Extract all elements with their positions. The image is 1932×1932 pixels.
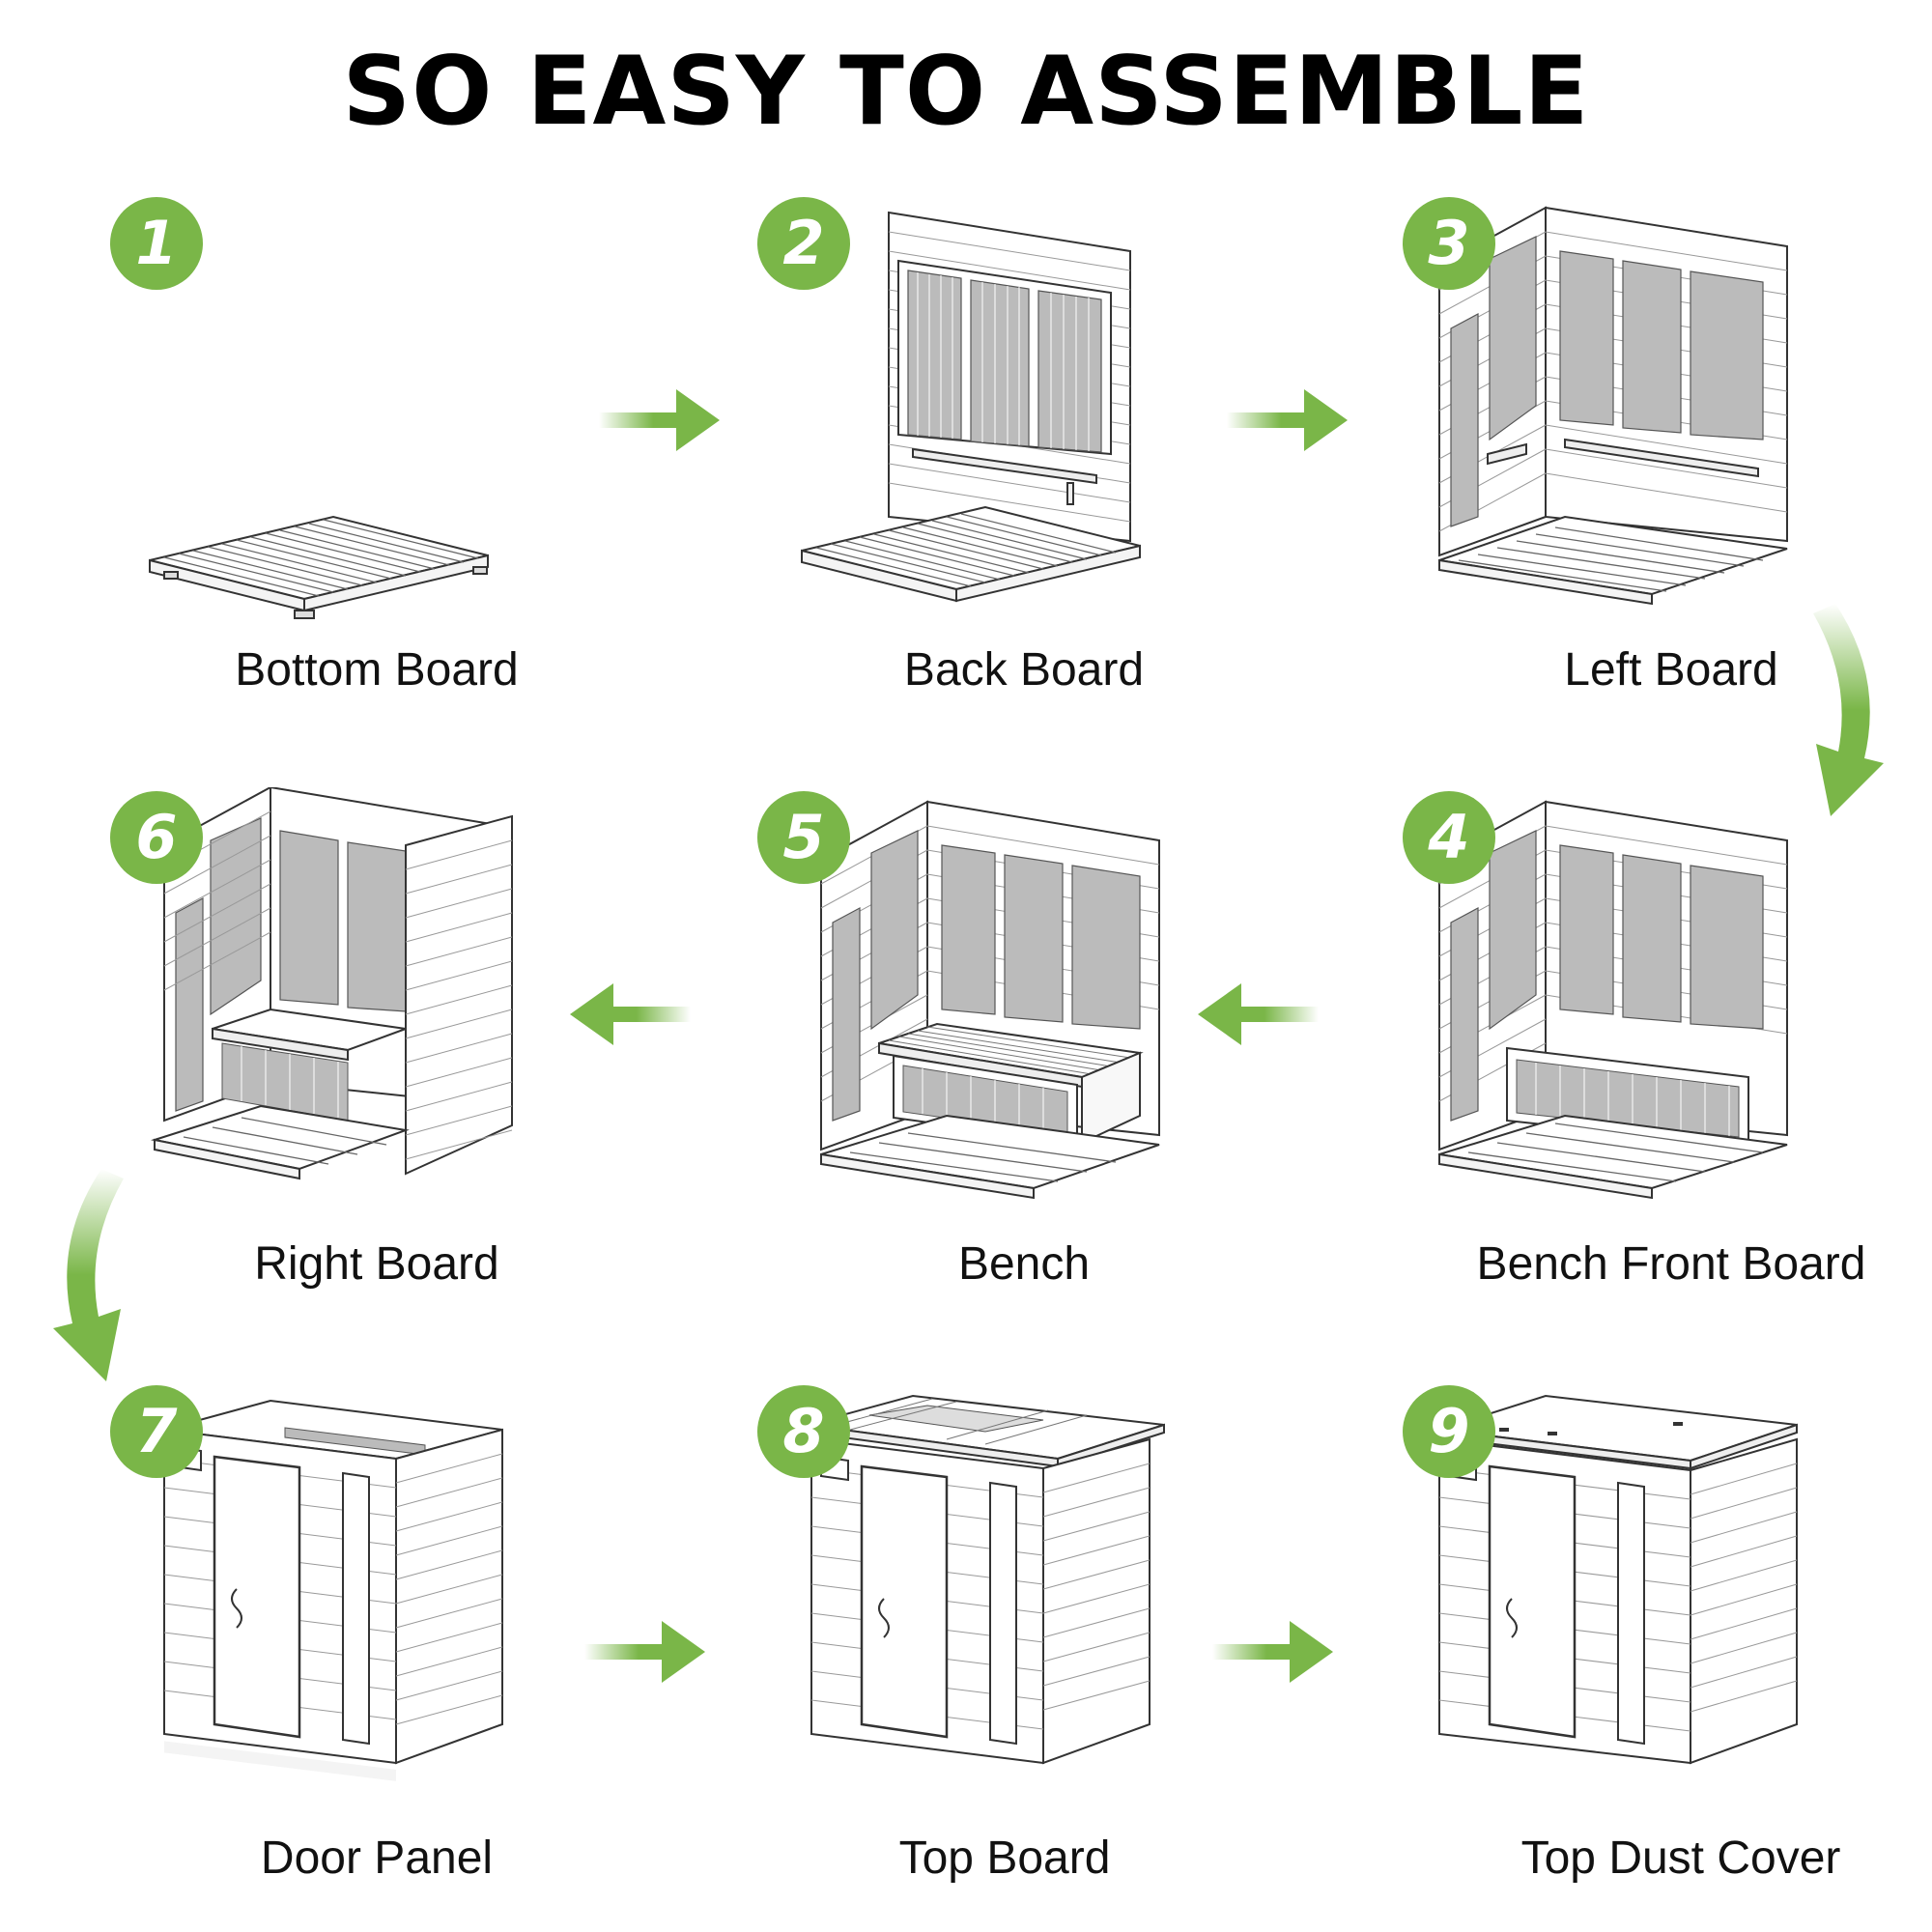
step-number-badge: 7 bbox=[110, 1385, 203, 1478]
step-label: Bottom Board bbox=[235, 644, 519, 696]
curved-arrow-down-icon bbox=[53, 1169, 124, 1381]
step-number-badge: 6 bbox=[110, 791, 203, 884]
step-9: 9 Top Dust Cover bbox=[1401, 1381, 1932, 1922]
arrow-left-icon bbox=[1198, 983, 1319, 1045]
step-label: Door Panel bbox=[260, 1833, 494, 1884]
back-board-illustration bbox=[801, 211, 1141, 603]
arrow-right-icon bbox=[599, 389, 720, 451]
curved-arrow-down-icon bbox=[1813, 604, 1884, 816]
step-number-badge: 8 bbox=[757, 1385, 850, 1478]
step-number-badge: 2 bbox=[757, 197, 850, 290]
bottom-board-illustration bbox=[149, 515, 489, 619]
arrow-left-icon bbox=[570, 983, 691, 1045]
step-4: 4 Bench Front Board bbox=[1401, 787, 1932, 1328]
step-number-badge: 9 bbox=[1403, 1385, 1495, 1478]
step-3: 3 Left Board bbox=[1401, 193, 1932, 734]
step-label: Left Board bbox=[1564, 644, 1778, 696]
door-panel-illustration bbox=[163, 1399, 503, 1781]
step-2: 2 Back Board bbox=[753, 193, 1294, 734]
bench-front-board-illustration bbox=[1438, 800, 1788, 1200]
step-number-badge: 3 bbox=[1403, 197, 1495, 290]
arrow-right-icon bbox=[1227, 389, 1348, 451]
arrow-right-icon bbox=[584, 1621, 705, 1683]
top-board-illustration bbox=[806, 1394, 1165, 1765]
step-number-badge: 5 bbox=[757, 791, 850, 884]
step-label: Right Board bbox=[254, 1238, 499, 1290]
step-6: 6 Right Board bbox=[106, 787, 647, 1328]
right-board-illustration bbox=[151, 787, 513, 1180]
step-number-badge: 4 bbox=[1403, 791, 1495, 884]
bench-illustration bbox=[820, 800, 1160, 1200]
step-8: 8 Top Board bbox=[753, 1381, 1294, 1922]
step-label: Top Board bbox=[898, 1833, 1111, 1884]
step-5: 5 Bench bbox=[753, 787, 1294, 1328]
page-title: SO EASY TO ASSEMBLE bbox=[342, 37, 1590, 147]
step-number-badge: 1 bbox=[110, 197, 203, 290]
step-label: Top Dust Cover bbox=[1520, 1833, 1841, 1884]
step-1: 1 Bottom Board bbox=[106, 193, 647, 734]
step-label: Bench bbox=[957, 1238, 1091, 1290]
step-label: Back Board bbox=[903, 644, 1145, 696]
step-7: 7 Door Panel bbox=[106, 1381, 647, 1922]
left-board-illustration bbox=[1438, 206, 1788, 606]
arrow-right-icon bbox=[1212, 1621, 1333, 1683]
step-label: Bench Front Board bbox=[1476, 1238, 1866, 1290]
